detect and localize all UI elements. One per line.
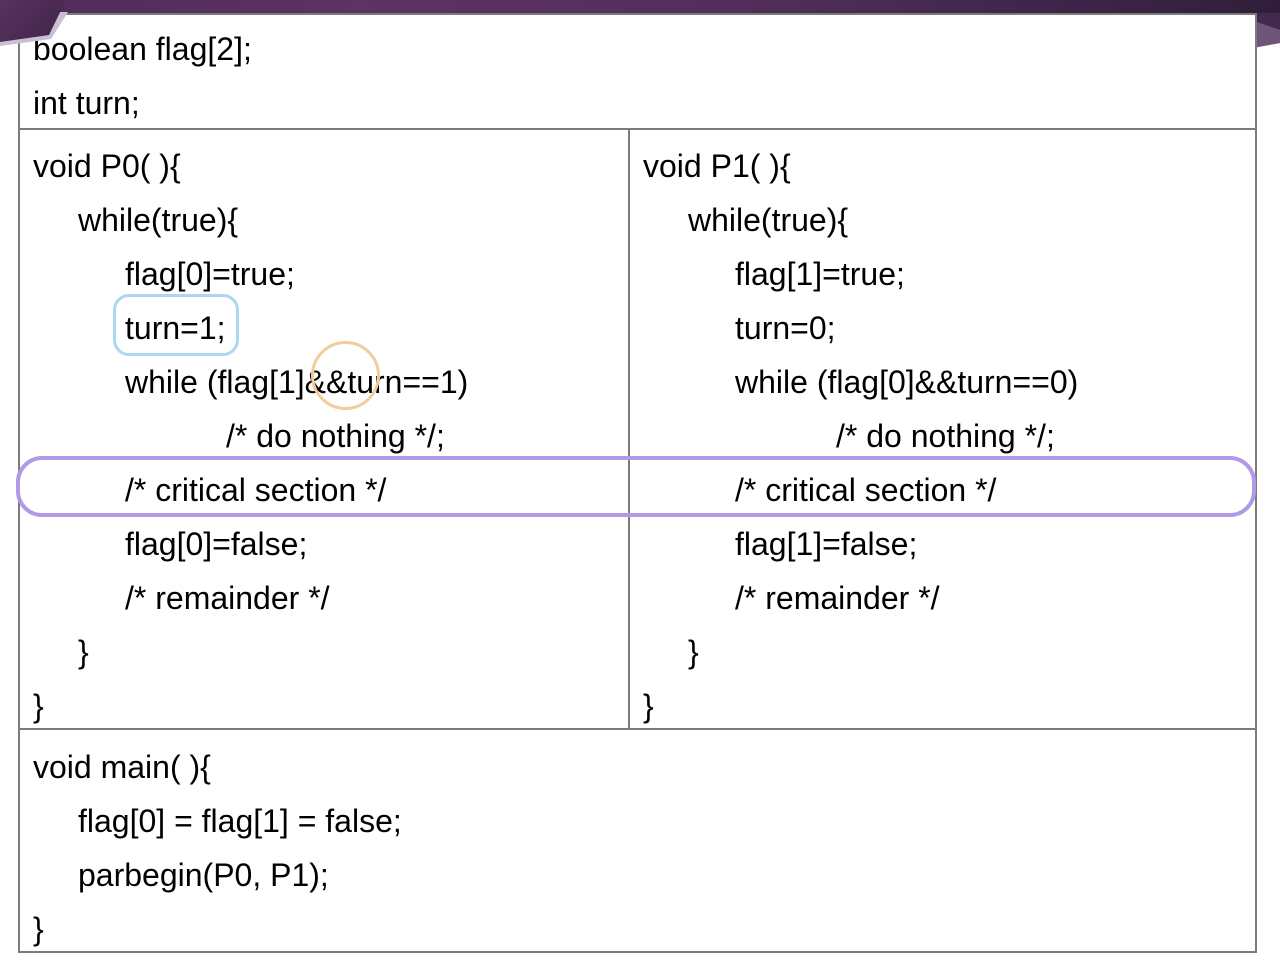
- code-line: }: [78, 634, 89, 670]
- code-line: void main( ){: [33, 749, 211, 785]
- code-line: flag[0] = flag[1] = false;: [78, 803, 402, 839]
- code-line-turn-assignment: turn=0;: [735, 310, 836, 346]
- code-line: void P1( ){: [643, 148, 791, 184]
- code-line: /* remainder */: [735, 580, 940, 616]
- code-table: boolean flag[2]; int turn; void P0( ){ w…: [18, 13, 1257, 953]
- code-line: while(true){: [688, 202, 849, 238]
- code-line: }: [688, 634, 699, 670]
- code-line: /* remainder */: [125, 580, 330, 616]
- code-line: while(true){: [78, 202, 239, 238]
- p0-cell: void P0( ){ while(true){ flag[0]=true; t…: [20, 130, 628, 728]
- code-line: /* do nothing */;: [836, 418, 1055, 454]
- code-line: }: [33, 688, 44, 724]
- code-line-turn-assignment: turn=1;: [125, 310, 226, 346]
- code-line: flag[0]=false;: [125, 526, 308, 562]
- code-line-busy-wait: while (flag[0]&&turn==0): [735, 364, 1079, 400]
- main-cell: void main( ){ flag[0] = flag[1] = false;…: [20, 730, 1255, 956]
- code-line-critical-section: /* critical section */: [735, 472, 997, 508]
- code-line: }: [33, 911, 44, 947]
- top-banner: [0, 0, 1280, 13]
- code-line-busy-wait: while (flag[1]&&turn==1): [125, 364, 469, 400]
- code-line: int turn;: [33, 85, 140, 121]
- code-line-critical-section: /* critical section */: [125, 472, 387, 508]
- code-line: }: [643, 688, 654, 724]
- code-line: boolean flag[2];: [33, 31, 252, 67]
- code-line: flag[0]=true;: [125, 256, 295, 292]
- globals-cell: boolean flag[2]; int turn;: [20, 15, 1255, 130]
- code-line: /* do nothing */;: [226, 418, 445, 454]
- code-line: void P0( ){: [33, 148, 181, 184]
- code-line: flag[1]=true;: [735, 256, 905, 292]
- code-line: parbegin(P0, P1);: [78, 857, 329, 893]
- p1-cell: void P1( ){ while(true){ flag[1]=true; t…: [628, 130, 1255, 728]
- processes-row: void P0( ){ while(true){ flag[0]=true; t…: [20, 130, 1255, 730]
- code-line: flag[1]=false;: [735, 526, 918, 562]
